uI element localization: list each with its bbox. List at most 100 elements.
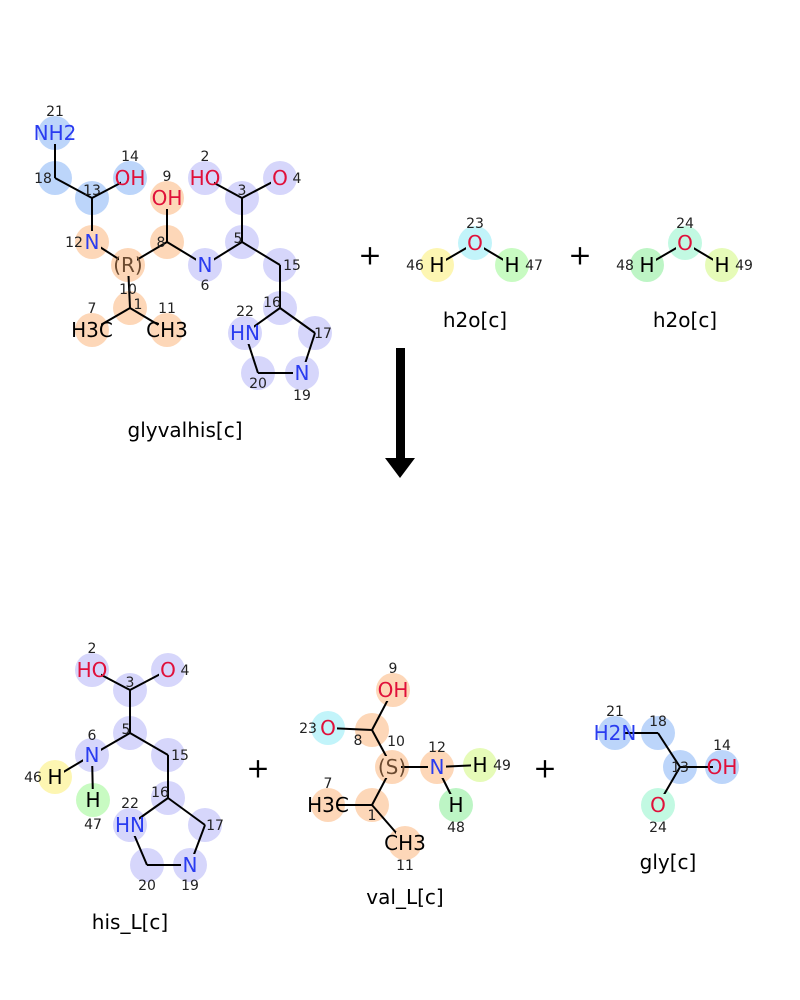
- atom-symbol: NH2: [34, 121, 77, 145]
- atom-label-bg: [466, 232, 484, 254]
- atom-symbol: O: [160, 658, 176, 682]
- atom-label-bg: [319, 717, 337, 739]
- atom-symbol: OH: [152, 186, 183, 210]
- atom-symbol: H: [448, 793, 463, 817]
- atom-symbol: HN: [230, 321, 260, 345]
- atom-number: 46: [406, 258, 424, 274]
- atom-number: 4: [293, 171, 302, 187]
- atom-symbol: O: [467, 231, 483, 255]
- atom-label-bg: [83, 659, 101, 681]
- atom-symbol: HN: [115, 813, 145, 837]
- atom-number: 6: [201, 278, 210, 294]
- reactant-name-glyvalhis: glyvalhis[c]: [127, 418, 243, 442]
- atom-label-bg: [196, 254, 214, 276]
- plus-sign: +: [246, 751, 270, 785]
- atom-symbol: O: [650, 793, 666, 817]
- atom-label-bg: [119, 254, 137, 276]
- atom-label-bg: [46, 766, 64, 788]
- atom-number: 46: [24, 770, 42, 786]
- atom-number: 16: [151, 785, 169, 801]
- product-name-gly: gly[c]: [639, 850, 697, 874]
- atom-number: 47: [525, 258, 543, 274]
- atom-label-bg: [428, 254, 446, 276]
- atom-number: 22: [236, 304, 254, 320]
- atom-number: 12: [428, 740, 446, 756]
- bond: [241, 241, 281, 266]
- product-name-val: val_L[c]: [366, 885, 444, 909]
- atom-label-bg: [121, 167, 139, 189]
- atom-number: 19: [293, 388, 311, 404]
- reaction-arrow: [396, 348, 405, 460]
- atom-number: 23: [466, 216, 484, 232]
- plus-sign: +: [568, 238, 592, 272]
- atom-number: 18: [34, 171, 52, 187]
- bond: [657, 732, 681, 768]
- atom-symbol: H: [504, 253, 519, 277]
- atom-label-bg: [196, 167, 214, 189]
- atom-label-bg: [383, 756, 401, 778]
- atom-number: 21: [46, 104, 64, 120]
- reactant-name-h2o-1: h2o[c]: [442, 308, 508, 332]
- atom-label-bg: [158, 187, 176, 209]
- atom-label-bg: [606, 722, 624, 744]
- atom-number: 14: [713, 738, 731, 754]
- atom-number: 20: [138, 878, 156, 894]
- atom-number: 3: [126, 675, 135, 691]
- atom-symbol: OH: [378, 678, 409, 702]
- atom-number: 11: [396, 858, 414, 874]
- atom-symbol: (R): [113, 253, 143, 277]
- atom-number: 47: [84, 817, 102, 833]
- atom-label-bg: [319, 794, 337, 816]
- atom-number: 24: [649, 820, 667, 836]
- atom-symbol: HO: [190, 166, 221, 190]
- atom-number: 9: [163, 169, 172, 185]
- atom-label-bg: [46, 122, 64, 144]
- atom-label-bg: [428, 756, 446, 778]
- atom-number: 7: [88, 301, 97, 317]
- atom-symbol: H3C: [71, 318, 113, 342]
- atom-label-bg: [396, 832, 414, 854]
- atom-label-bg: [293, 362, 311, 384]
- atom-label-bg: [384, 679, 402, 701]
- atom-number: 23: [299, 721, 317, 737]
- reaction-arrow-head: [385, 458, 415, 478]
- atom-number: 15: [283, 258, 301, 274]
- atom-number: 20: [249, 376, 267, 392]
- bond: [129, 732, 169, 756]
- atom-number: 10: [119, 282, 137, 298]
- atom-symbol: O: [677, 231, 693, 255]
- atom-number: 17: [314, 326, 332, 342]
- atom-number: 5: [234, 231, 243, 247]
- atom-label-bg: [158, 319, 176, 341]
- atom-number: 48: [616, 258, 634, 274]
- atom-number: 8: [354, 733, 363, 749]
- bond: [279, 307, 316, 334]
- plus-sign: +: [533, 751, 557, 785]
- bond: [54, 177, 93, 199]
- reactant-name-h2o-2: h2o[c]: [652, 308, 718, 332]
- atom-number: 15: [171, 748, 189, 764]
- atom-symbol: H: [472, 753, 487, 777]
- atom-number: 1: [368, 808, 377, 824]
- atom-symbol: H3C: [307, 793, 349, 817]
- atom-number: 4: [181, 663, 190, 679]
- atom-symbol: H: [47, 765, 62, 789]
- atom-symbol: (S): [378, 755, 406, 779]
- atom-symbol: H2N: [594, 721, 637, 745]
- atom-label-bg: [83, 319, 101, 341]
- atom-number: 18: [649, 714, 667, 730]
- atom-number: 7: [324, 776, 333, 792]
- atom-number: 17: [206, 818, 224, 834]
- atom-number: 24: [676, 216, 694, 232]
- atom-label-bg: [713, 756, 731, 778]
- atom-symbol: N: [295, 361, 310, 385]
- atom-number: 13: [671, 760, 689, 776]
- atom-symbol: H: [429, 253, 444, 277]
- atom-symbol: H: [714, 253, 729, 277]
- atom-symbol: H: [639, 253, 654, 277]
